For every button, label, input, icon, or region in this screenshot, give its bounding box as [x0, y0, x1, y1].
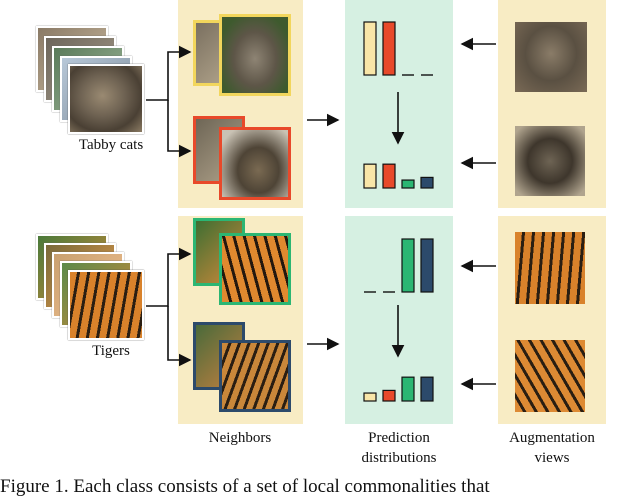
tigers-label: Tigers: [92, 343, 130, 359]
bar-2: [382, 163, 396, 189]
bar-3: [401, 238, 415, 293]
augmentation-label-line1: Augmentation: [509, 430, 595, 446]
augmentation-cat-view-1: [515, 22, 587, 92]
neighbor-cat-front-2: [219, 127, 291, 200]
bar-3: [401, 179, 415, 189]
prediction-bars-bottom-final: [363, 376, 434, 402]
bar-3: [401, 376, 415, 402]
bar-4: [420, 376, 434, 402]
prediction-panel-top: [345, 0, 453, 208]
bar-1: [363, 163, 377, 189]
prediction-label-line1: Prediction: [368, 430, 430, 446]
bar-1: [363, 21, 377, 76]
bar-4: [420, 176, 434, 189]
tiger-photo: [68, 270, 144, 340]
tabby-to-neighbors-arrow: [146, 45, 192, 101]
bar-4: [420, 238, 434, 293]
prediction-bars-top-final: [363, 163, 434, 189]
prediction-label-line2: distributions: [361, 450, 437, 466]
neighbors-label: Neighbors: [208, 430, 272, 446]
neighbor-tiger-front-2: [219, 340, 291, 412]
tigers-to-neighbors-arrow-2: [167, 306, 192, 367]
augmentation-tiger-view-2: [515, 340, 585, 412]
tabby-to-neighbors-arrow-2: [167, 100, 192, 158]
bar-2: [382, 389, 396, 402]
bar-2: [382, 21, 396, 76]
figure-caption: Figure 1. Each class consists of a set o…: [0, 476, 490, 497]
tigers-to-neighbors-arrow: [146, 247, 192, 307]
augmentation-cat-view-2: [515, 126, 585, 196]
augmentation-tiger-view-1: [515, 232, 585, 304]
tabby-cats-label: Tabby cats: [78, 137, 144, 153]
prediction-bars-top-initial: [363, 21, 433, 76]
neighbor-cat-front-1: [219, 14, 291, 96]
prediction-panel-bottom: [345, 216, 453, 424]
neighbor-tiger-front-1: [219, 233, 291, 305]
bar-1: [363, 392, 377, 402]
augmentation-label-line2: views: [534, 450, 570, 466]
tabby-cat-photo: [68, 64, 144, 134]
prediction-bars-bottom-initial: [364, 238, 434, 293]
